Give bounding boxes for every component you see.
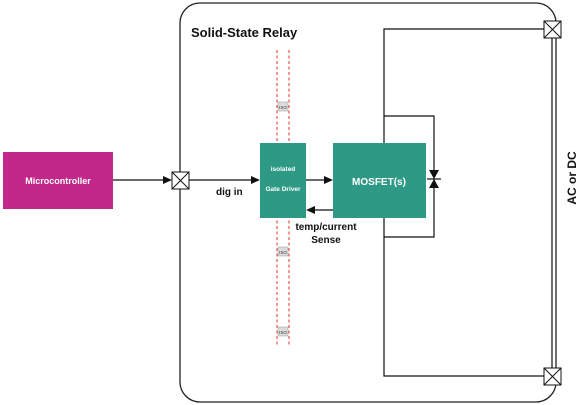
wire-load-top — [383, 28, 544, 143]
output-terminal-bottom — [543, 367, 562, 386]
gate-driver-block — [260, 143, 306, 218]
arrow-head-driver — [251, 176, 260, 184]
bidirectional-diode-icon — [427, 170, 441, 188]
output-terminal-top — [543, 20, 562, 39]
arrow-head-mcu — [163, 176, 172, 184]
load-type-label: AC or DC — [565, 151, 579, 205]
svg-text:ISO: ISO — [279, 250, 287, 255]
wire-load-bottom — [383, 218, 544, 377]
svg-text:ISO: ISO — [279, 330, 287, 335]
svg-text:ISO: ISO — [279, 105, 287, 110]
mosfet-block — [333, 143, 426, 218]
iso-tag-bottom: ISO — [277, 326, 289, 337]
gate-driver-label-line1: isolated — [271, 166, 296, 173]
dig-in-label: dig in — [216, 187, 243, 198]
gate-driver-label-line2: Gate Driver — [265, 186, 301, 193]
sense-label-line2: Sense — [311, 235, 341, 246]
mosfet-label: MOSFET(s) — [352, 177, 406, 188]
microcontroller-block — [3, 152, 113, 209]
iso-tag-top: ISO — [277, 101, 289, 112]
sense-label-line1: temp/current — [295, 222, 357, 233]
arrow-head-sense — [306, 206, 315, 214]
iso-tag-middle: ISO — [277, 246, 289, 257]
arrow-head-mosfet — [324, 176, 333, 184]
relay-title: Solid-State Relay — [191, 25, 298, 40]
microcontroller-label: Microcontroller — [25, 176, 91, 186]
input-terminal — [171, 171, 190, 190]
